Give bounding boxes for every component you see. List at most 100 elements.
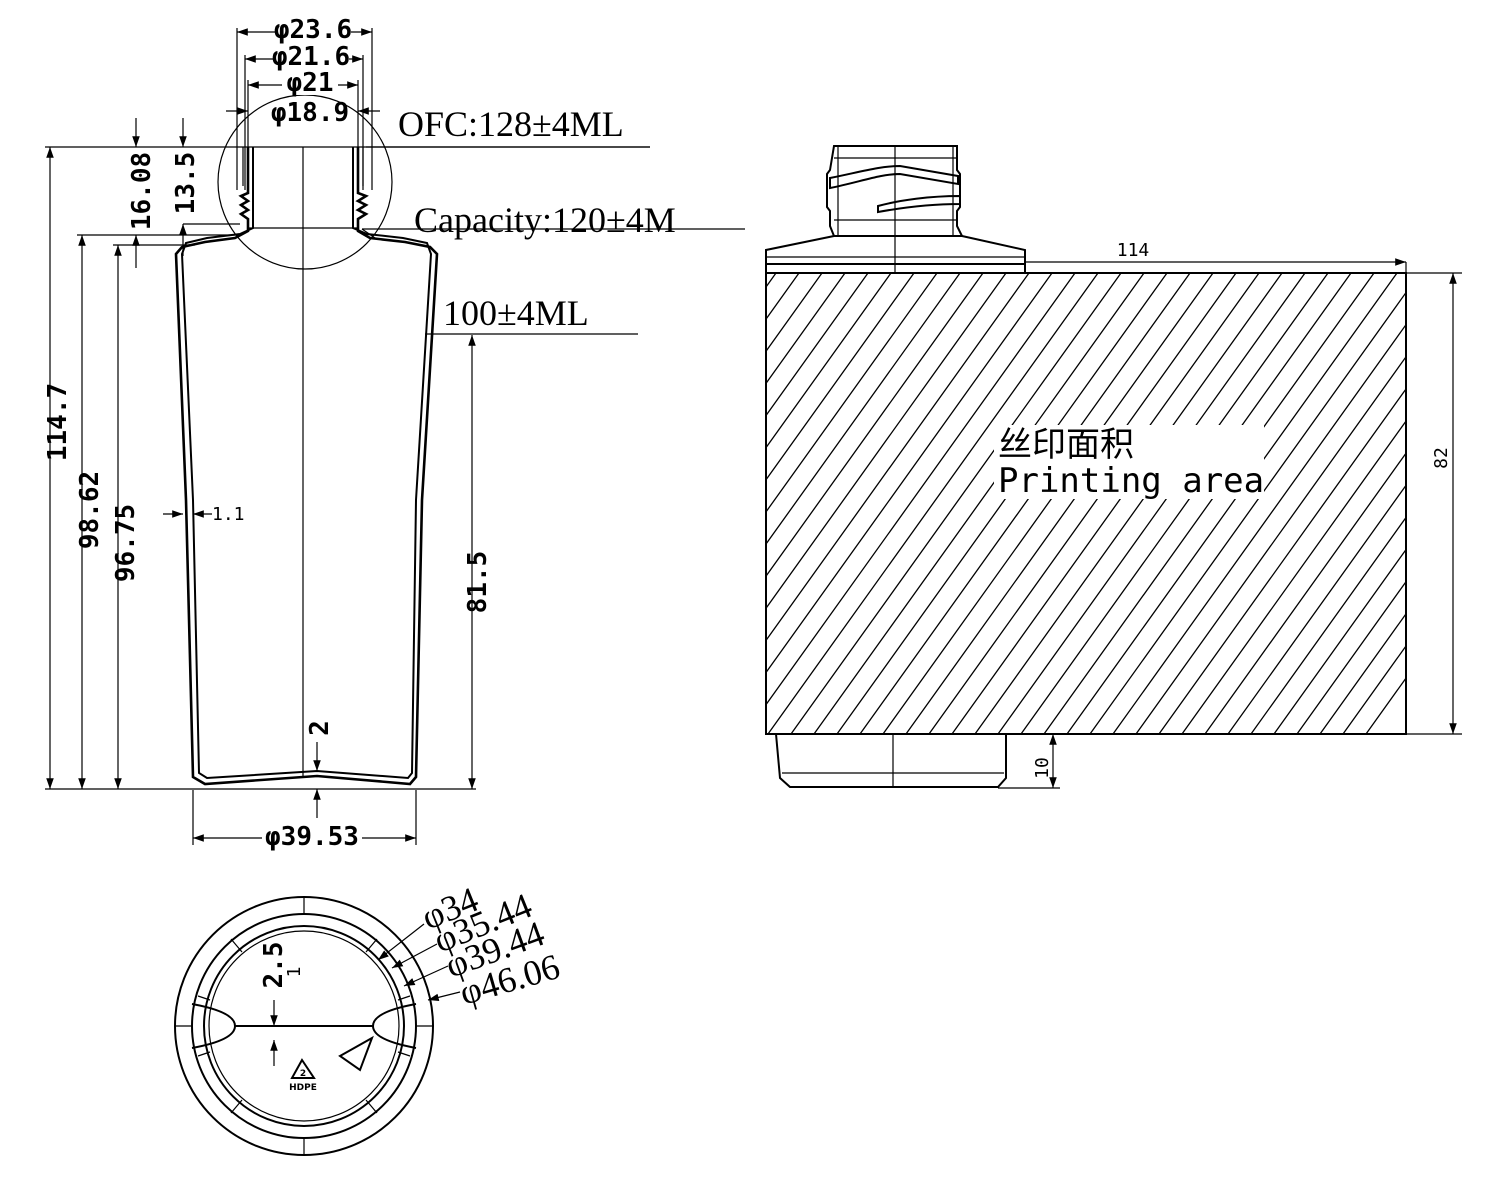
dim-print-width: 114	[1117, 240, 1150, 261]
hatch-line	[974, 273, 1306, 734]
hatch-line	[1342, 644, 1406, 734]
hatch-line	[766, 273, 777, 289]
dim-straight-height: 81.5	[463, 551, 493, 614]
recycle-hdpe-icon: 2 HDPE	[289, 1058, 317, 1093]
hatch-line	[766, 273, 869, 417]
hatch-line	[354, 273, 684, 734]
hatch-line	[766, 273, 1053, 674]
hatch-line	[882, 273, 1214, 734]
hatch-line	[1181, 419, 1406, 734]
hatch-line	[951, 273, 1283, 734]
side-view: 丝印面积 Printing area 114 82 10	[216, 145, 1462, 789]
hatch-line	[331, 273, 661, 734]
hatch-line	[1250, 516, 1406, 734]
dim-neck-root-diameter: φ21	[287, 68, 334, 98]
bottle-outline	[174, 147, 439, 786]
base-circle-inner	[208, 930, 400, 1122]
base-notch-left	[191, 1003, 237, 1049]
side-shoulder	[765, 235, 1026, 265]
hatch-line	[1089, 291, 1406, 734]
hatch-line	[766, 273, 1007, 610]
hatch-line	[766, 273, 800, 321]
hatch-line	[766, 273, 1030, 642]
base-circle-3	[203, 925, 405, 1127]
base-rib	[397, 995, 411, 1001]
hatch-line	[766, 273, 961, 546]
hatch-line	[766, 273, 1076, 706]
hatch-line	[308, 273, 638, 734]
label-bg	[994, 425, 1264, 499]
hatch-line	[216, 273, 546, 734]
bottom-view: 2 HDPE 2.5 1 φ34 φ35.44 φ39.44 φ46.06	[174, 879, 564, 1156]
hatch-line	[1296, 580, 1406, 734]
note-capacity: Capacity:120±4M	[414, 200, 676, 240]
hatch-line	[1273, 548, 1406, 734]
dim-wall-thickness: 1.1	[212, 504, 245, 525]
recycle-code: 2	[300, 1069, 306, 1079]
base-rib	[230, 938, 243, 953]
dim-print-height: 82	[1431, 447, 1452, 469]
base-notch-right	[371, 1003, 417, 1049]
hatch-line	[859, 273, 1191, 734]
hatch-line	[1020, 273, 1352, 734]
leader-d35	[391, 943, 438, 969]
hatch-line	[1158, 387, 1406, 734]
hatch-line	[766, 273, 984, 578]
hatch-line	[836, 273, 1168, 734]
base-rib	[197, 1051, 211, 1057]
base-rib	[197, 995, 211, 1001]
hatch-line	[285, 273, 615, 734]
note-fill-volume: 100±4ML	[443, 293, 589, 333]
dim-insert-offset: 1	[284, 967, 305, 978]
dim-bottom-gap: 10	[1032, 757, 1053, 779]
hatch-line	[1319, 612, 1406, 734]
printing-area	[765, 272, 1407, 735]
hatch-line	[813, 273, 1145, 734]
hatch-line	[905, 273, 1237, 734]
base-rib	[365, 938, 378, 953]
hatch-line	[766, 273, 915, 481]
hatch-line	[1112, 323, 1406, 734]
hatch-line	[790, 273, 1122, 734]
hatch-line	[1135, 355, 1406, 734]
printing-area-hatch	[216, 273, 1406, 734]
hatch-line	[997, 273, 1329, 734]
hatch-line	[1043, 273, 1375, 734]
base-rib	[397, 1051, 411, 1057]
leader-d39	[403, 965, 449, 987]
dim-shoulder-height: 98.62	[75, 471, 105, 549]
hatch-line	[239, 273, 569, 734]
printing-area-label-en: Printing area	[998, 461, 1264, 501]
hatch-line	[1204, 452, 1406, 734]
hatch-line	[767, 273, 1099, 734]
dim-neck-thread-diameter: φ21.6	[272, 42, 350, 72]
hatch-line	[1227, 484, 1406, 734]
hatch-line	[766, 273, 938, 513]
dim-base-diameter: φ39.53	[265, 822, 359, 852]
hatch-line	[766, 273, 846, 385]
dim-neck-height: 16.08	[127, 152, 157, 230]
note-ofc: OFC:128±4ML	[398, 104, 624, 144]
dim-insert-height: 2.5	[259, 942, 289, 989]
label-bg	[273, 47, 349, 69]
dim-neck-bore-diameter: φ18.9	[271, 98, 349, 128]
leader-capacity	[361, 228, 376, 239]
dim-total-height: 114.7	[43, 383, 73, 461]
printing-area-label-cn: 丝印面积	[998, 425, 1134, 465]
leader-d46	[427, 991, 461, 1002]
base-rib	[365, 1099, 378, 1114]
hatch-line	[400, 273, 730, 734]
hatch-line	[766, 273, 823, 353]
dim-body-height: 96.75	[111, 504, 141, 582]
recycle-material: HDPE	[289, 1083, 317, 1093]
dim-neck-outer-diameter: φ23.6	[274, 15, 352, 45]
base-rib	[230, 1099, 243, 1114]
hatch-line	[766, 273, 892, 449]
hatch-line	[262, 273, 592, 734]
leader-d34	[377, 923, 425, 961]
thread	[877, 194, 961, 214]
label-bg	[275, 20, 351, 42]
label-bg	[282, 73, 338, 95]
front-view: 114.7 98.62 96.75 16.08 13.5 φ23.6 φ21.6…	[43, 15, 745, 852]
